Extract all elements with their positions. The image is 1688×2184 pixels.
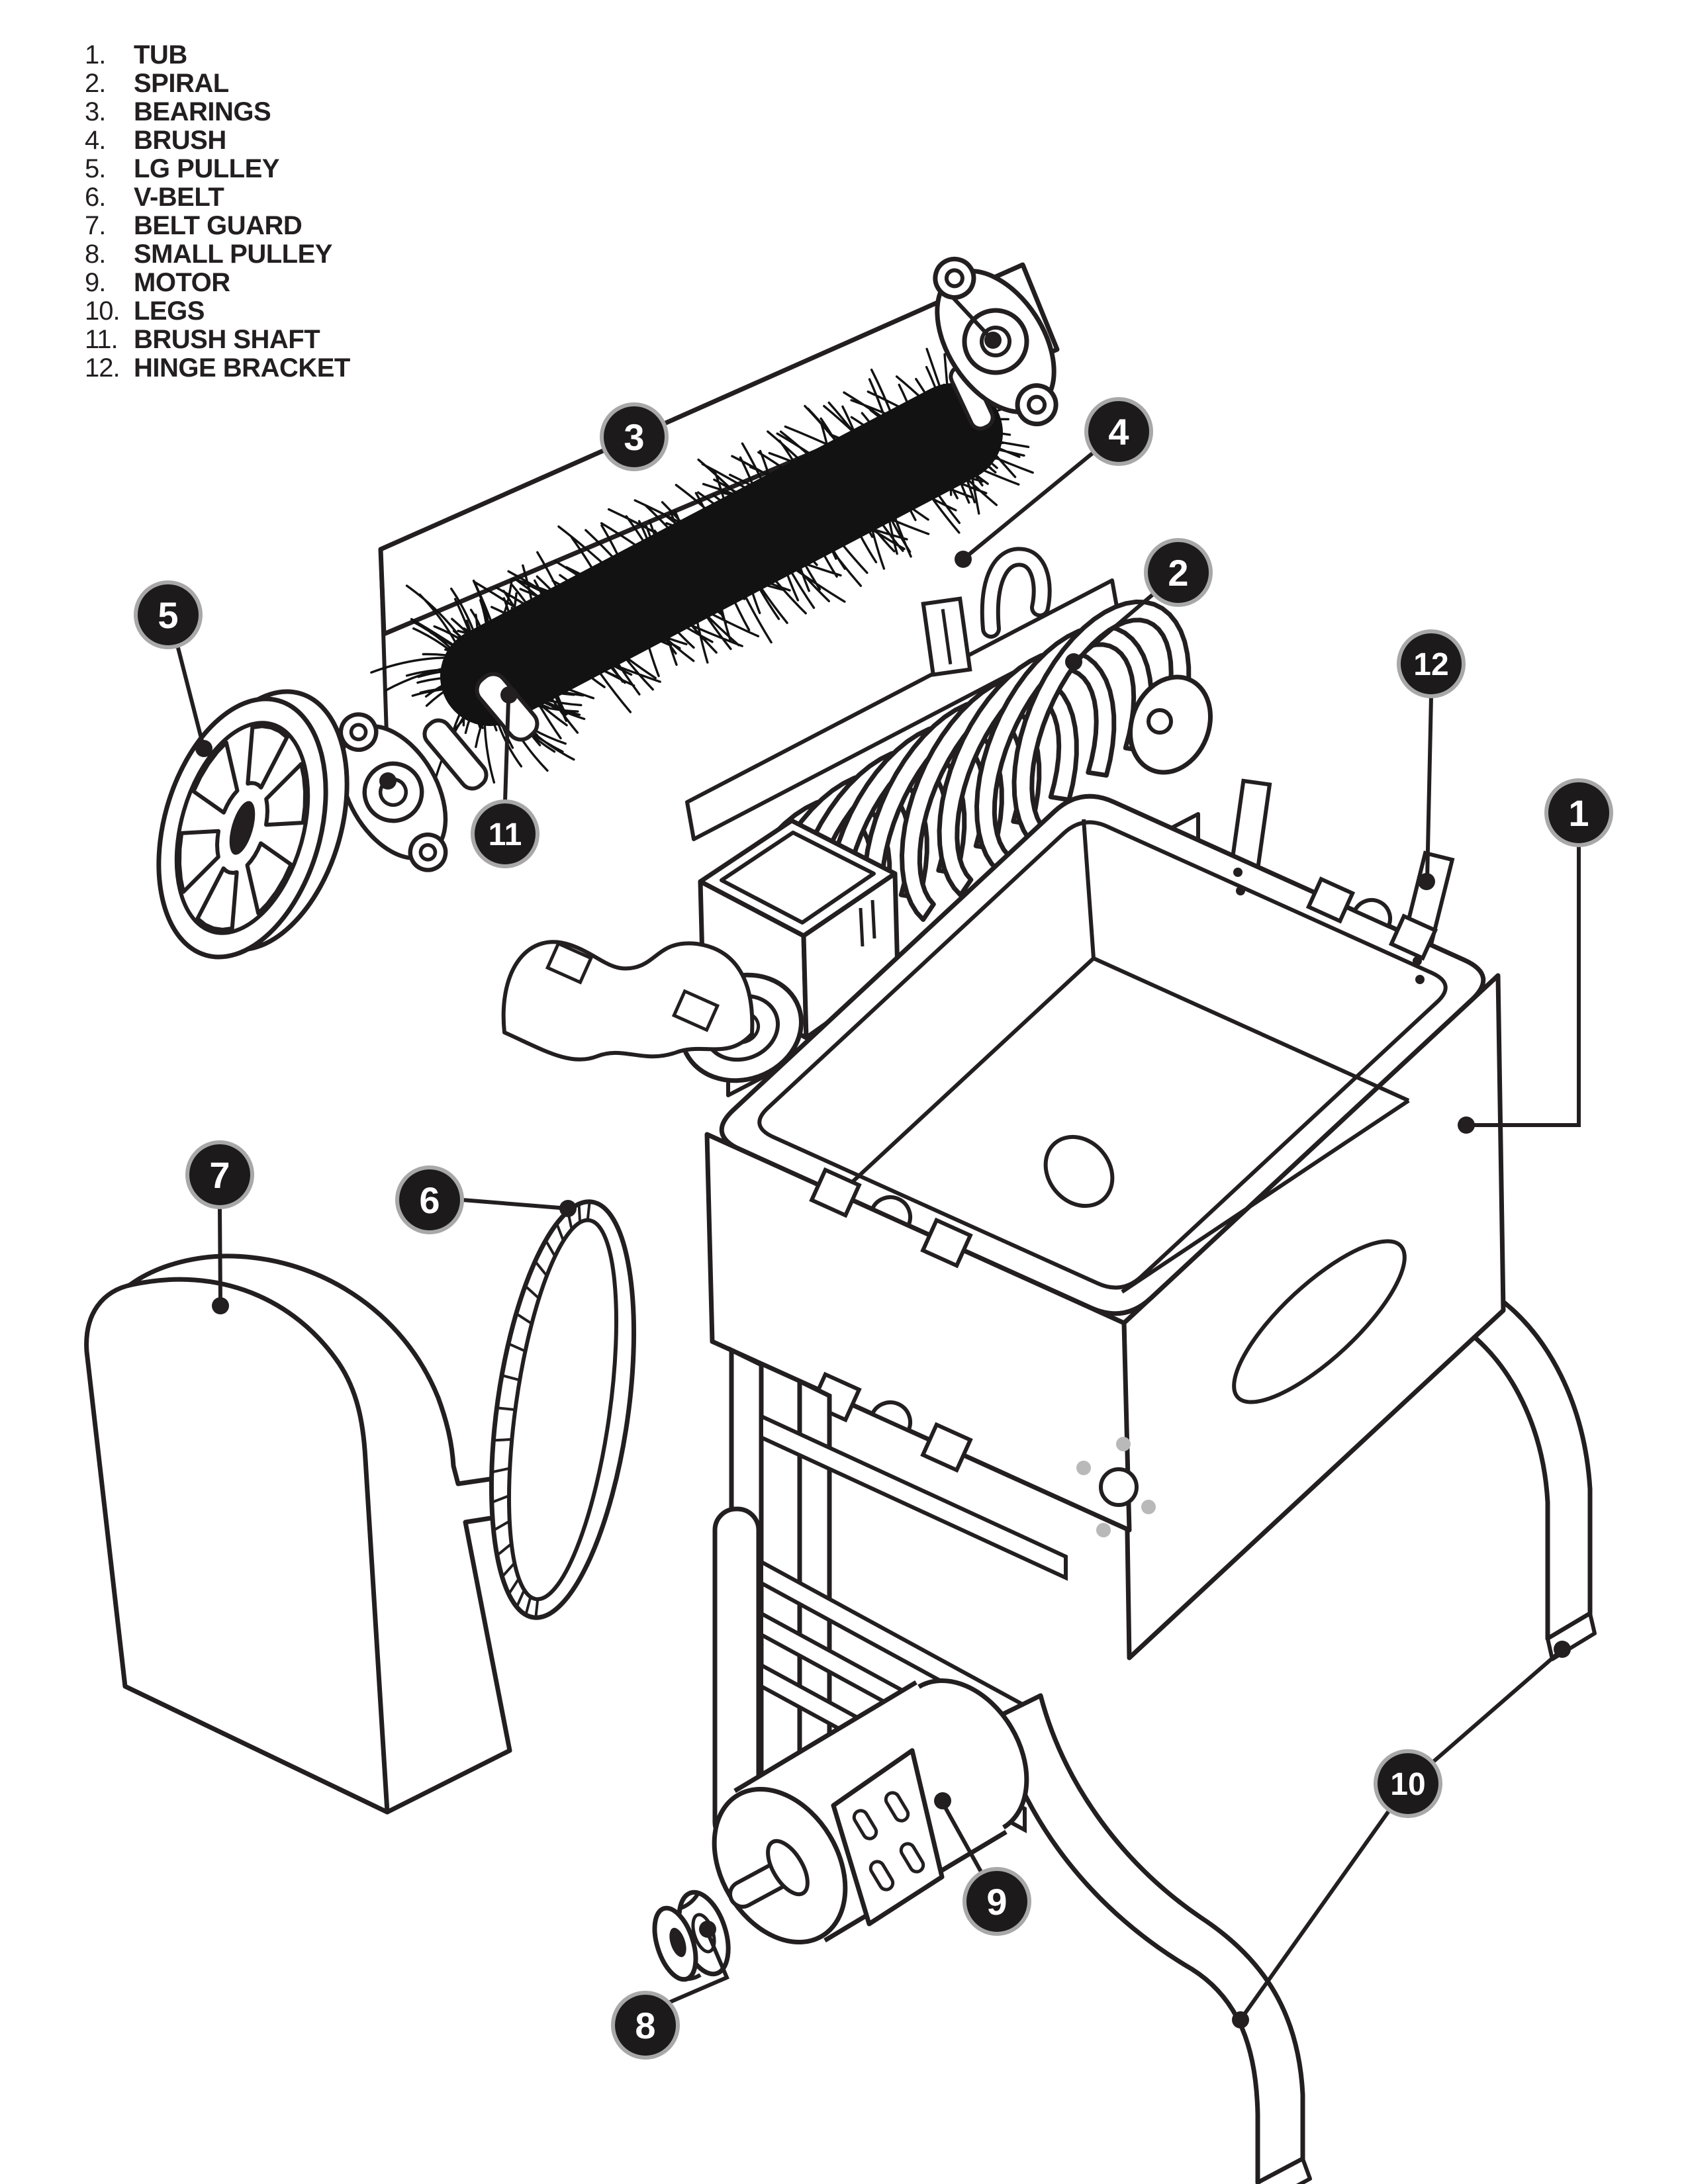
- belt-ribs: [491, 1201, 591, 1618]
- part-label: BRUSH SHAFT: [134, 325, 320, 354]
- frame-rail: [759, 1413, 1068, 1581]
- motor-shaft-boss: [766, 1839, 810, 1897]
- callout-number: 3: [624, 416, 644, 458]
- callout-4-brush: 4: [1084, 397, 1153, 466]
- spiral-bracket-tab: [921, 596, 972, 677]
- part-number: 6.: [85, 183, 106, 212]
- bearing-housing: [679, 818, 900, 1083]
- part-number: 1.: [85, 40, 106, 69]
- part-label: HINGE BRACKET: [134, 353, 350, 383]
- callout-5-lg-pulley: 5: [134, 580, 203, 649]
- belt-guard: [84, 1253, 512, 1815]
- part-number: 4.: [85, 126, 106, 155]
- part-row: 3. BEARINGS: [85, 98, 350, 126]
- part-label: SMALL PULLEY: [134, 240, 332, 269]
- callout-number: 5: [158, 594, 178, 636]
- part-row: 7. BELT GUARD: [85, 212, 350, 240]
- tub-rim-inner: [757, 820, 1448, 1290]
- spiral-assembly: [501, 547, 1213, 1097]
- leader-dots: [195, 332, 1571, 2028]
- part-number: 12.: [85, 353, 120, 383]
- part-label: BELT GUARD: [134, 211, 303, 240]
- part-label: SPIRAL: [134, 69, 229, 98]
- tub-oval-cutout: [1232, 1239, 1407, 1404]
- part-number: 3.: [85, 97, 106, 126]
- part-number: 8.: [85, 240, 106, 269]
- callout-number: 10: [1390, 1767, 1425, 1802]
- part-row: 11. BRUSH SHAFT: [85, 326, 350, 354]
- tub-front-face: [704, 1132, 1132, 1533]
- motor: [712, 1678, 1029, 1945]
- part-label: BRUSH: [134, 126, 226, 155]
- part-label: LEGS: [134, 296, 205, 326]
- parts-list: 1. TUB 2. SPIRAL 3. BEARINGS 4. BRUSH 5. LG P…: [85, 41, 350, 383]
- callouts: 1 2 3 4 5 6 7 8 9 10 11 12: [134, 397, 1613, 2060]
- part-label: V-BELT: [134, 183, 224, 212]
- part-number: 7.: [85, 211, 106, 240]
- tub-face-hole: [1099, 1467, 1139, 1507]
- lg-pulley: [156, 689, 350, 960]
- brush-shaft-end: [422, 718, 489, 791]
- callout-number: 7: [209, 1154, 230, 1196]
- callout-number: 12: [1413, 647, 1448, 682]
- bellows-cover: [501, 940, 755, 1062]
- brush: [370, 347, 1034, 791]
- callout-number: 2: [1168, 552, 1188, 594]
- part-row: 5. LG PULLEY: [85, 155, 350, 183]
- part-row: 4. BRUSH: [85, 126, 350, 155]
- pulley-spokes: [177, 724, 307, 932]
- callout-number: 9: [986, 1881, 1007, 1923]
- tub-rivet-dots: [1233, 868, 1425, 984]
- part-row: 2. SPIRAL: [85, 69, 350, 98]
- callout-number: 1: [1568, 792, 1589, 834]
- v-belt: [489, 1199, 637, 1620]
- part-number: 2.: [85, 69, 106, 98]
- callout-10-legs: 10: [1374, 1749, 1442, 1818]
- callout-6-v-belt: 6: [395, 1165, 464, 1234]
- callout-2-spiral: 2: [1144, 538, 1213, 607]
- part-number: 11.: [85, 325, 118, 354]
- part-label: BEARINGS: [134, 97, 271, 126]
- part-label: TUB: [134, 40, 187, 69]
- part-label: MOTOR: [134, 268, 230, 297]
- tub-gray-dots: [1076, 1437, 1156, 1537]
- leg-front-foot: [1256, 2157, 1312, 2184]
- part-row: 9. MOTOR: [85, 269, 350, 297]
- callout-number: 11: [489, 817, 522, 852]
- part-row: 1. TUB: [85, 41, 350, 69]
- tub-interior-lines: [819, 819, 1410, 1294]
- callout-8-small-pulley: 8: [611, 1991, 680, 2060]
- leader-lines: [175, 295, 1581, 2017]
- part-number: 5.: [85, 154, 106, 183]
- part-row: 8. SMALL PULLEY: [85, 240, 350, 269]
- part-number: 10.: [85, 296, 120, 326]
- callout-7-belt-guard: 7: [185, 1140, 254, 1209]
- tub-floor-hole: [1043, 1134, 1115, 1208]
- part-row: 6. V-BELT: [85, 183, 350, 212]
- tub: [704, 778, 1506, 1661]
- callout-11-brush-shaft: 11: [471, 799, 539, 868]
- part-number: 9.: [85, 268, 106, 297]
- callout-number: 6: [419, 1179, 440, 1221]
- callout-1-tub: 1: [1544, 778, 1613, 847]
- part-label: LG PULLEY: [134, 154, 279, 183]
- callout-9-motor: 9: [962, 1867, 1031, 1936]
- callout-12-hinge-bracket: 12: [1397, 629, 1466, 698]
- motor-terminal-plate: [831, 1748, 945, 1927]
- callout-number: 8: [635, 2005, 655, 2046]
- part-row: 10. LEGS: [85, 297, 350, 326]
- callout-3-bearings: 3: [600, 402, 669, 471]
- leg-front: [994, 1693, 1305, 2184]
- part-row: 12. HINGE BRACKET: [85, 354, 350, 383]
- leg-right-rear: [1462, 1295, 1597, 1661]
- callout-number: 4: [1108, 411, 1129, 453]
